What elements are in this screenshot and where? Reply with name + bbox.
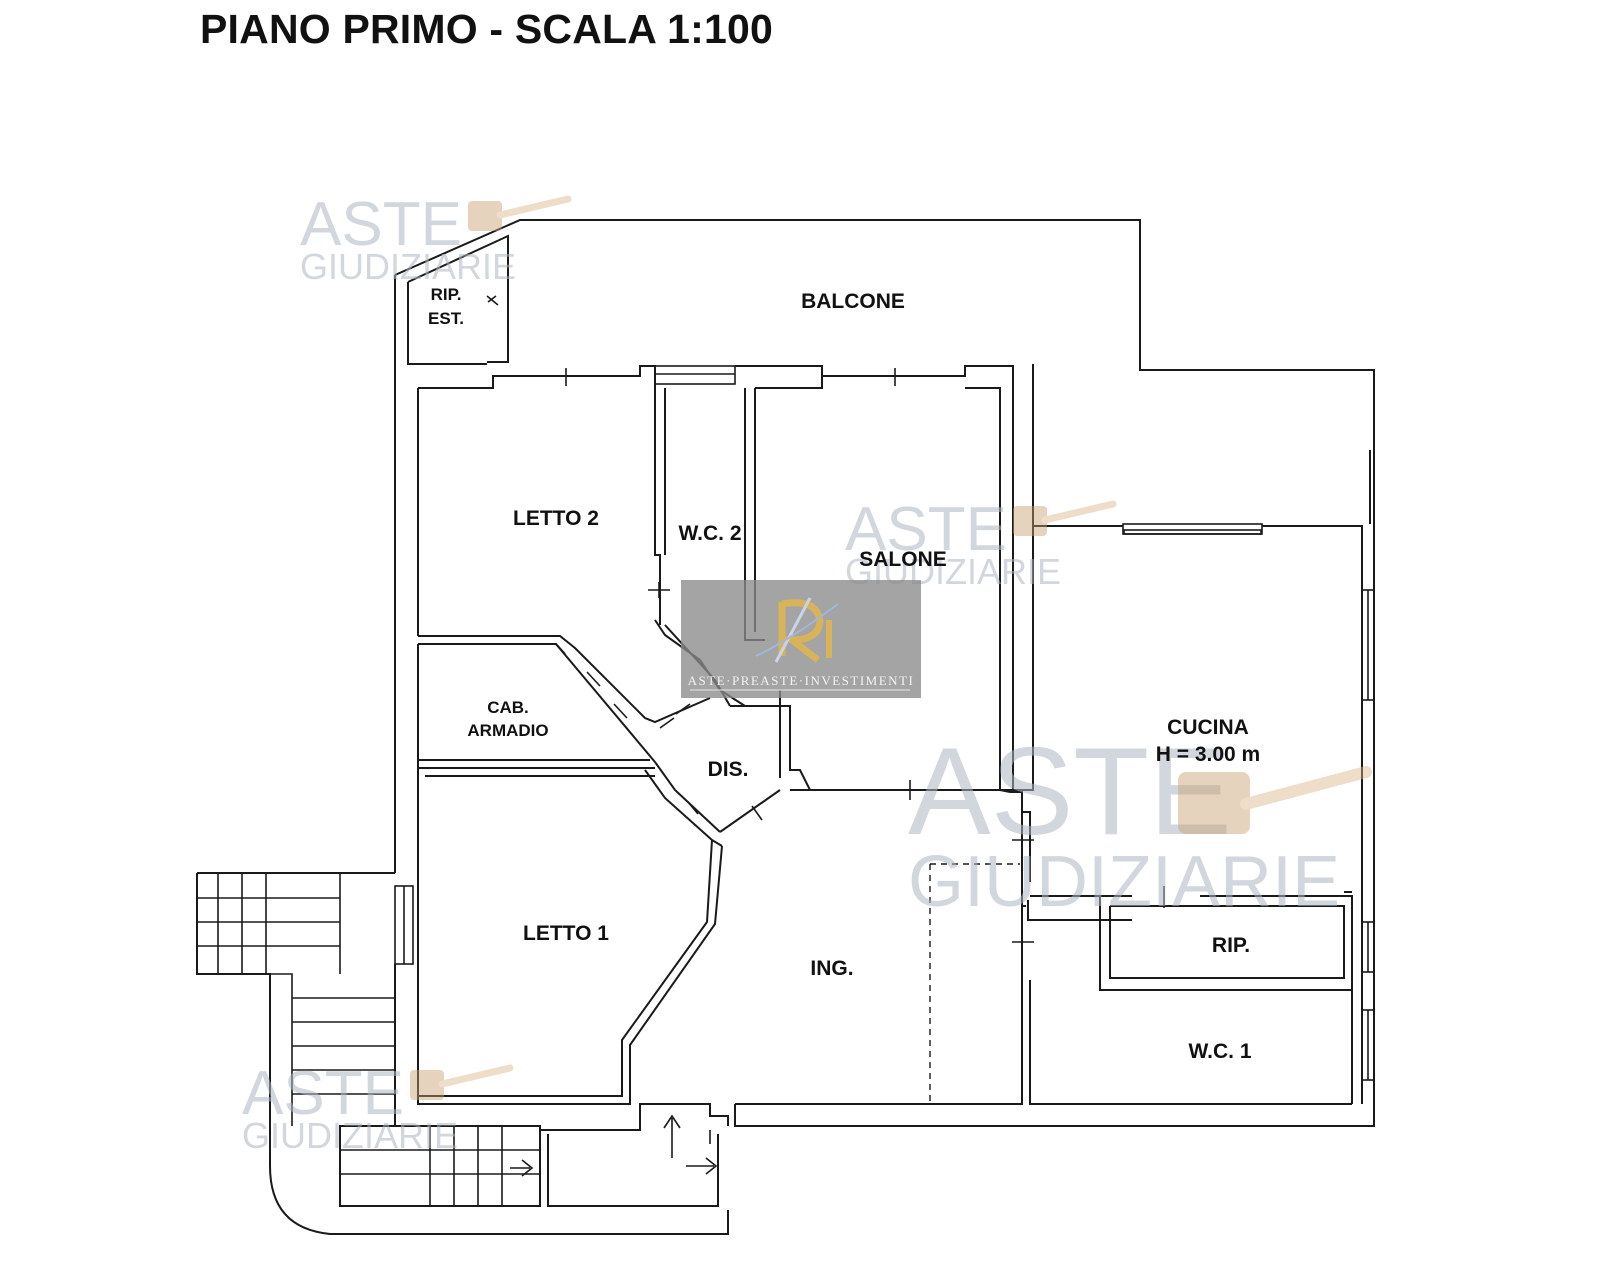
svg-text:ASTE: ASTE [908, 723, 1232, 861]
gavel-icon [1013, 500, 1117, 536]
watermark-top-left: ASTE GIUDIZIARIE [300, 190, 572, 287]
svg-text:ASTE: ASTE [845, 495, 1007, 564]
room-labels: BALCONE RIP. EST. LETTO 2 W.C. 2 SALONE … [428, 285, 1260, 1063]
room-label-rip-est-1: RIP. [431, 285, 462, 304]
room-label-rip: RIP. [1212, 934, 1250, 957]
room-label-ing: ING. [810, 957, 853, 980]
room-label-cucina-2: H = 3.00 m [1156, 743, 1260, 766]
logo-text: ASTE·PREASTE·INVESTIMENTI [688, 673, 915, 688]
plan-title: PIANO PRIMO - SCALA 1:100 [200, 6, 774, 52]
logo-mark-icon [755, 597, 839, 663]
room-label-letto1: LETTO 1 [523, 922, 609, 945]
gavel-icon [1178, 766, 1372, 834]
room-label-balcone: BALCONE [801, 290, 905, 313]
interior-walls [394, 365, 1375, 1126]
room-label-cab-2: ARMADIO [467, 721, 548, 740]
staircase [196, 872, 729, 1235]
svg-text:GIUDIZIARIE: GIUDIZIARIE [300, 246, 516, 287]
gavel-icon [410, 1064, 514, 1100]
room-label-letto2: LETTO 2 [513, 507, 599, 530]
room-label-cucina-1: CUCINA [1167, 716, 1249, 739]
room-label-wc1: W.C. 1 [1188, 1040, 1251, 1063]
room-label-wc2: W.C. 2 [678, 522, 741, 545]
svg-text:ASTE: ASTE [300, 190, 462, 259]
rip-est-room [407, 234, 509, 365]
room-label-cab-1: CAB. [487, 698, 529, 717]
svg-text:ASTE: ASTE [242, 1059, 404, 1128]
gavel-icon [468, 195, 572, 231]
watermark-bottom-left: ASTE GIUDIZIARIE [242, 1059, 514, 1156]
svg-text:GIUDIZIARIE: GIUDIZIARIE [242, 1115, 458, 1156]
logo-box: ASTE·PREASTE·INVESTIMENTI [681, 580, 921, 698]
room-label-rip-est-2: EST. [428, 309, 464, 328]
room-label-dis: DIS. [708, 758, 749, 781]
outer-walls [394, 219, 1375, 1127]
svg-text:GIUDIZIARIE: GIUDIZIARIE [908, 842, 1340, 922]
room-label-salone: SALONE [859, 548, 947, 571]
watermark-large: ASTE GIUDIZIARIE [908, 723, 1372, 922]
watermark-center: ASTE GIUDIZIARIE [845, 495, 1117, 592]
